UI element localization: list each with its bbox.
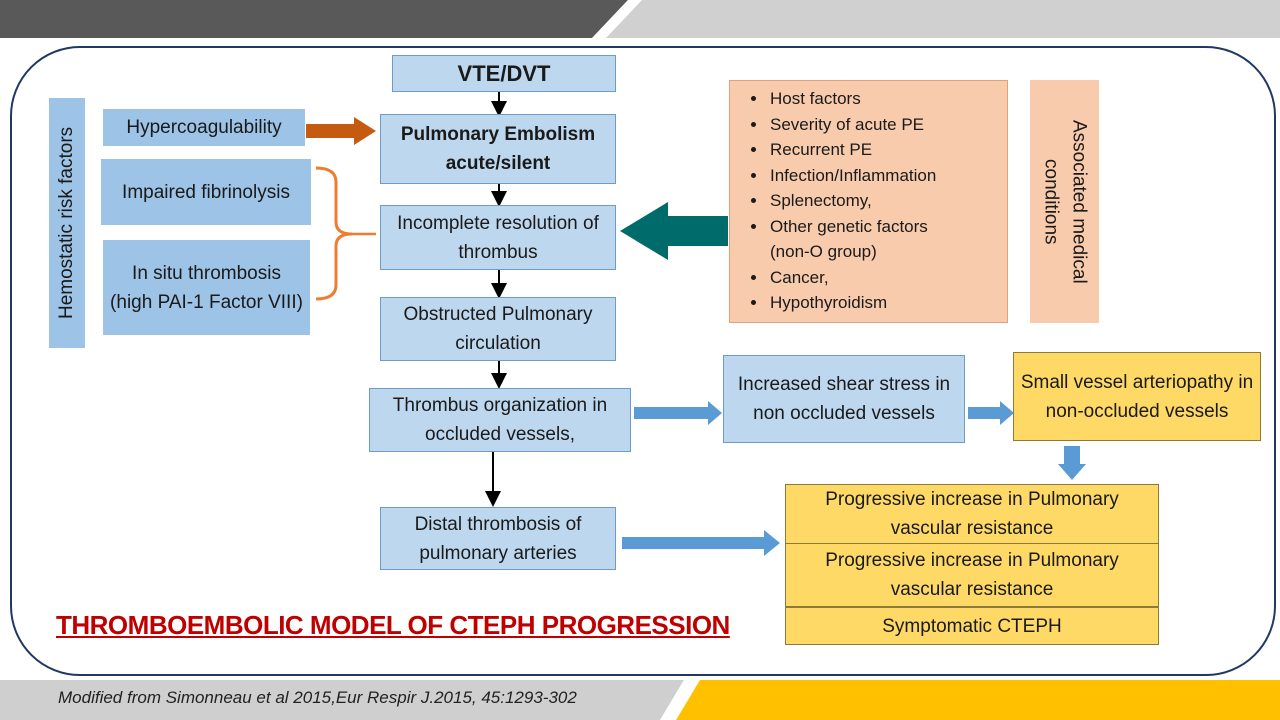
arrow-associated-conditions bbox=[620, 202, 728, 260]
associated-conditions-label: Associated medical conditions bbox=[1030, 80, 1099, 323]
arrow-organization-shear bbox=[634, 401, 722, 425]
progressive-increase-box-1: Progressive increase in Pulmonary vascul… bbox=[785, 484, 1159, 544]
header-band bbox=[0, 0, 1280, 38]
small-vessel-box: Small vessel arteriopathy in non-occlude… bbox=[1013, 352, 1261, 441]
distal-thrombosis-box: Distal thrombosis of pulmonary arteries bbox=[380, 507, 616, 570]
footer-citation: Modified from Simonneau et al 2015,Eur R… bbox=[58, 688, 577, 707]
arrow-hypercoagulability bbox=[306, 117, 376, 145]
progressive-increase-box-2: Progressive increase in Pulmonary vascul… bbox=[785, 543, 1159, 607]
condition-item: Severity of acute PE bbox=[768, 112, 1007, 138]
condition-item: Cancer, bbox=[768, 265, 1007, 291]
pulmonary-embolism-box: Pulmonary Embolism acute/silent bbox=[380, 114, 616, 184]
diagram-frame bbox=[10, 46, 1276, 676]
symptomatic-cteph-box: Symptomatic CTEPH bbox=[785, 607, 1159, 645]
conditions-list-box: Host factors Severity of acute PE Recurr… bbox=[729, 80, 1008, 323]
hemostatic-brace bbox=[315, 166, 353, 301]
conditions-list: Host factors Severity of acute PE Recurr… bbox=[730, 86, 1007, 316]
obstructed-circulation-box: Obstructed Pulmonary circulation bbox=[380, 297, 616, 361]
hypercoagulability-box: Hypercoagulability bbox=[103, 109, 305, 146]
condition-item: Hypothyroidism bbox=[768, 290, 1007, 316]
condition-item: Recurrent PE bbox=[768, 137, 1007, 163]
impaired-fibrinolysis-box: Impaired fibrinolysis bbox=[101, 159, 311, 225]
incomplete-resolution-box: Incomplete resolution of thrombus bbox=[380, 205, 616, 270]
thrombus-organization-box: Thrombus organization in occluded vessel… bbox=[369, 388, 631, 452]
arrow-smallvessel-progressive bbox=[1058, 446, 1086, 480]
diagram-title: THROMBOEMBOLIC MODEL OF CTEPH PROGRESSIO… bbox=[56, 610, 730, 640]
condition-item: Host factors bbox=[768, 86, 1007, 112]
condition-item: Other genetic factors bbox=[768, 214, 1007, 240]
condition-item: Splenectomy, bbox=[768, 188, 1007, 214]
hemostatic-risk-factors-label: Hemostatic risk factors bbox=[49, 98, 85, 348]
condition-item: Infection/Inflammation bbox=[768, 163, 1007, 189]
condition-item: (non-O group) bbox=[770, 242, 877, 261]
arrow-shear-smallvessel bbox=[968, 401, 1014, 425]
footer-band bbox=[0, 680, 1280, 720]
in-situ-thrombosis-box: In situ thrombosis (high PAI-1 Factor VI… bbox=[103, 240, 310, 335]
arrow-distal-progressive bbox=[622, 530, 780, 556]
vte-dvt-box: VTE/DVT bbox=[392, 55, 616, 92]
shear-stress-box: Increased shear stress in non occluded v… bbox=[723, 355, 965, 443]
